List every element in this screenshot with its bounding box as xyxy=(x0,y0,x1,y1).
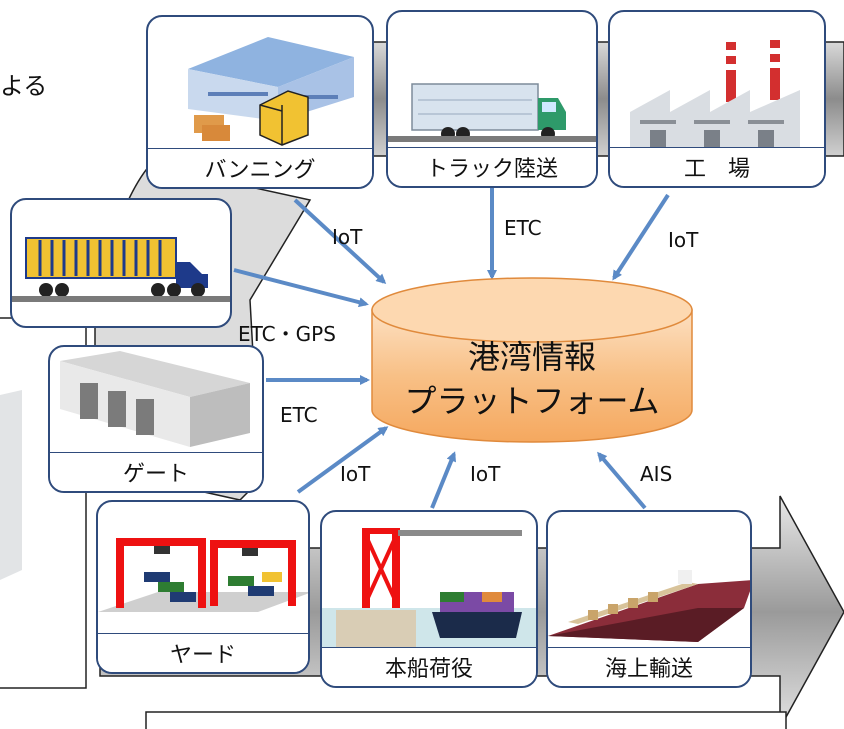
link-label-vanning: IoT xyxy=(332,225,363,249)
arrow-loading xyxy=(430,451,456,509)
trailer-truck-icon xyxy=(12,237,230,302)
node-label-shipping: 海上輸送 xyxy=(548,647,750,686)
node-gate[interactable]: ゲート xyxy=(48,345,264,493)
node-trailer[interactable] xyxy=(10,198,232,328)
arrow-trailer xyxy=(233,268,369,308)
node-label-truck: トラック陸送 xyxy=(388,147,596,186)
node-yard[interactable]: ヤード xyxy=(96,500,310,674)
node-shipping[interactable]: 海上輸送 xyxy=(546,510,752,688)
yard-crane-icon xyxy=(98,538,308,612)
bottom-box xyxy=(145,711,787,729)
node-label-yard: ヤード xyxy=(98,633,308,672)
left-panel-shading xyxy=(0,390,22,580)
intro-snippet: よる xyxy=(0,72,48,100)
gate-building-icon xyxy=(60,351,250,447)
link-label-loading: IoT xyxy=(470,462,501,486)
factory-icon xyxy=(630,40,800,152)
link-label-yard: IoT xyxy=(340,462,371,486)
link-label-factory: IoT xyxy=(668,228,699,252)
node-label-factory: 工 場 xyxy=(610,147,824,186)
ship-loading-icon xyxy=(322,528,536,652)
node-truck[interactable]: トラック陸送 xyxy=(386,10,598,188)
platform-title-line2: プラットフォーム xyxy=(404,382,660,420)
arrow-factory xyxy=(612,193,670,281)
node-label-vanning: バンニング xyxy=(148,148,372,187)
container-ship-icon xyxy=(548,570,750,642)
arrow-vanning xyxy=(293,198,387,285)
platform-cylinder xyxy=(371,277,693,443)
node-label-loading: 本船荷役 xyxy=(322,647,536,686)
warehouse-icon xyxy=(188,37,354,146)
node-loading[interactable]: 本船荷役 xyxy=(320,510,538,688)
truck-icon xyxy=(388,83,596,142)
node-label-gate: ゲート xyxy=(50,452,262,491)
link-label-shipping: AIS xyxy=(640,462,673,486)
arrow-shipping xyxy=(597,451,647,510)
link-label-truck: ETC xyxy=(504,216,542,240)
link-label-trailer: ETC・GPS xyxy=(238,322,336,346)
node-vanning[interactable]: バンニング xyxy=(146,15,374,189)
link-label-gate: ETC xyxy=(280,403,318,427)
arrow-yard xyxy=(296,426,389,494)
node-factory[interactable]: 工 場 xyxy=(608,10,826,188)
platform-title-line1: 港湾情報 xyxy=(467,338,596,376)
